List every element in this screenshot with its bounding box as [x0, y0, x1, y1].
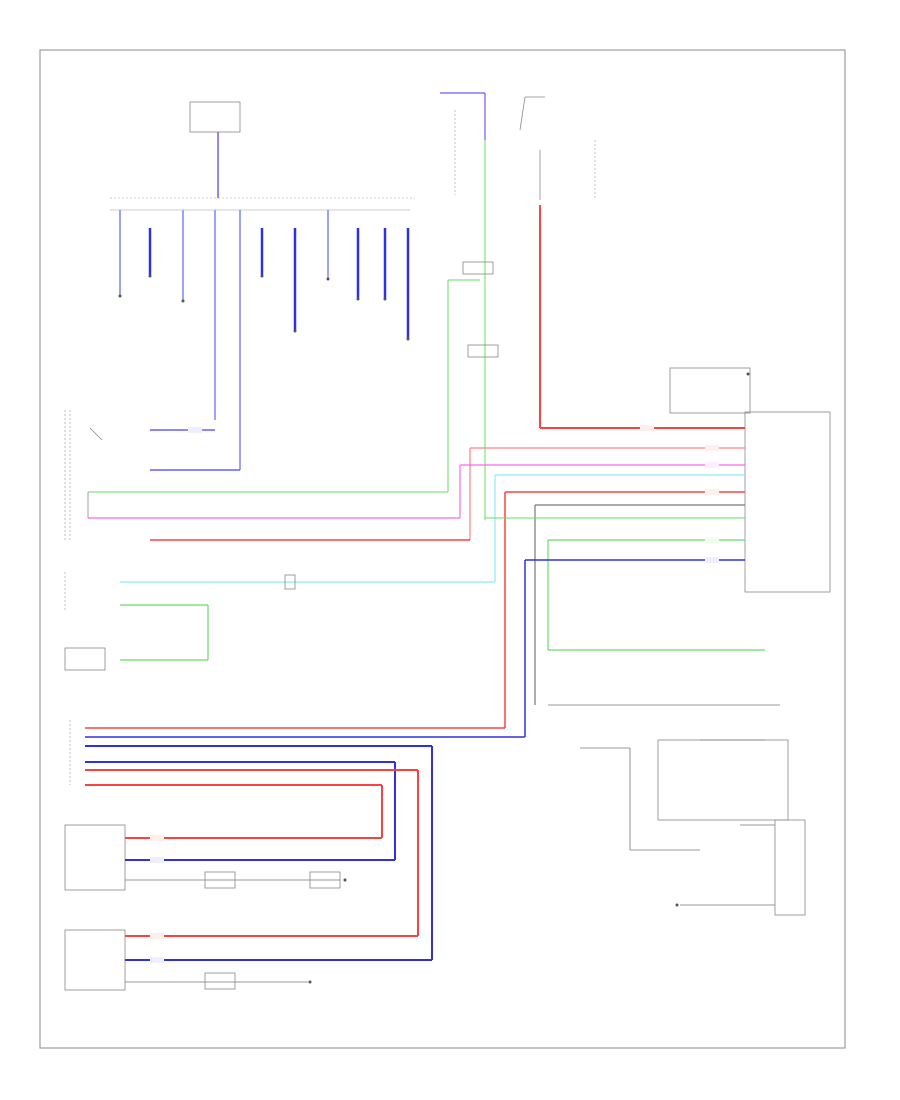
right-control-module: [459, 367, 831, 737]
lower-left-components: [64, 824, 432, 991]
main-module-body: [744, 411, 831, 593]
lower-left-connector: [69, 720, 525, 960]
sensor-connector: [189, 101, 241, 133]
left-switch-block: [64, 410, 470, 541]
cyan-bus: [64, 572, 495, 612]
green-loop: [64, 604, 209, 671]
top-center-switches: [440, 92, 665, 520]
diagram-frame: [39, 49, 846, 1049]
wire-labels: [150, 425, 719, 963]
lower-right-components: [548, 704, 806, 916]
module-connector-top: [669, 367, 751, 414]
top-bus-group: [110, 101, 415, 470]
